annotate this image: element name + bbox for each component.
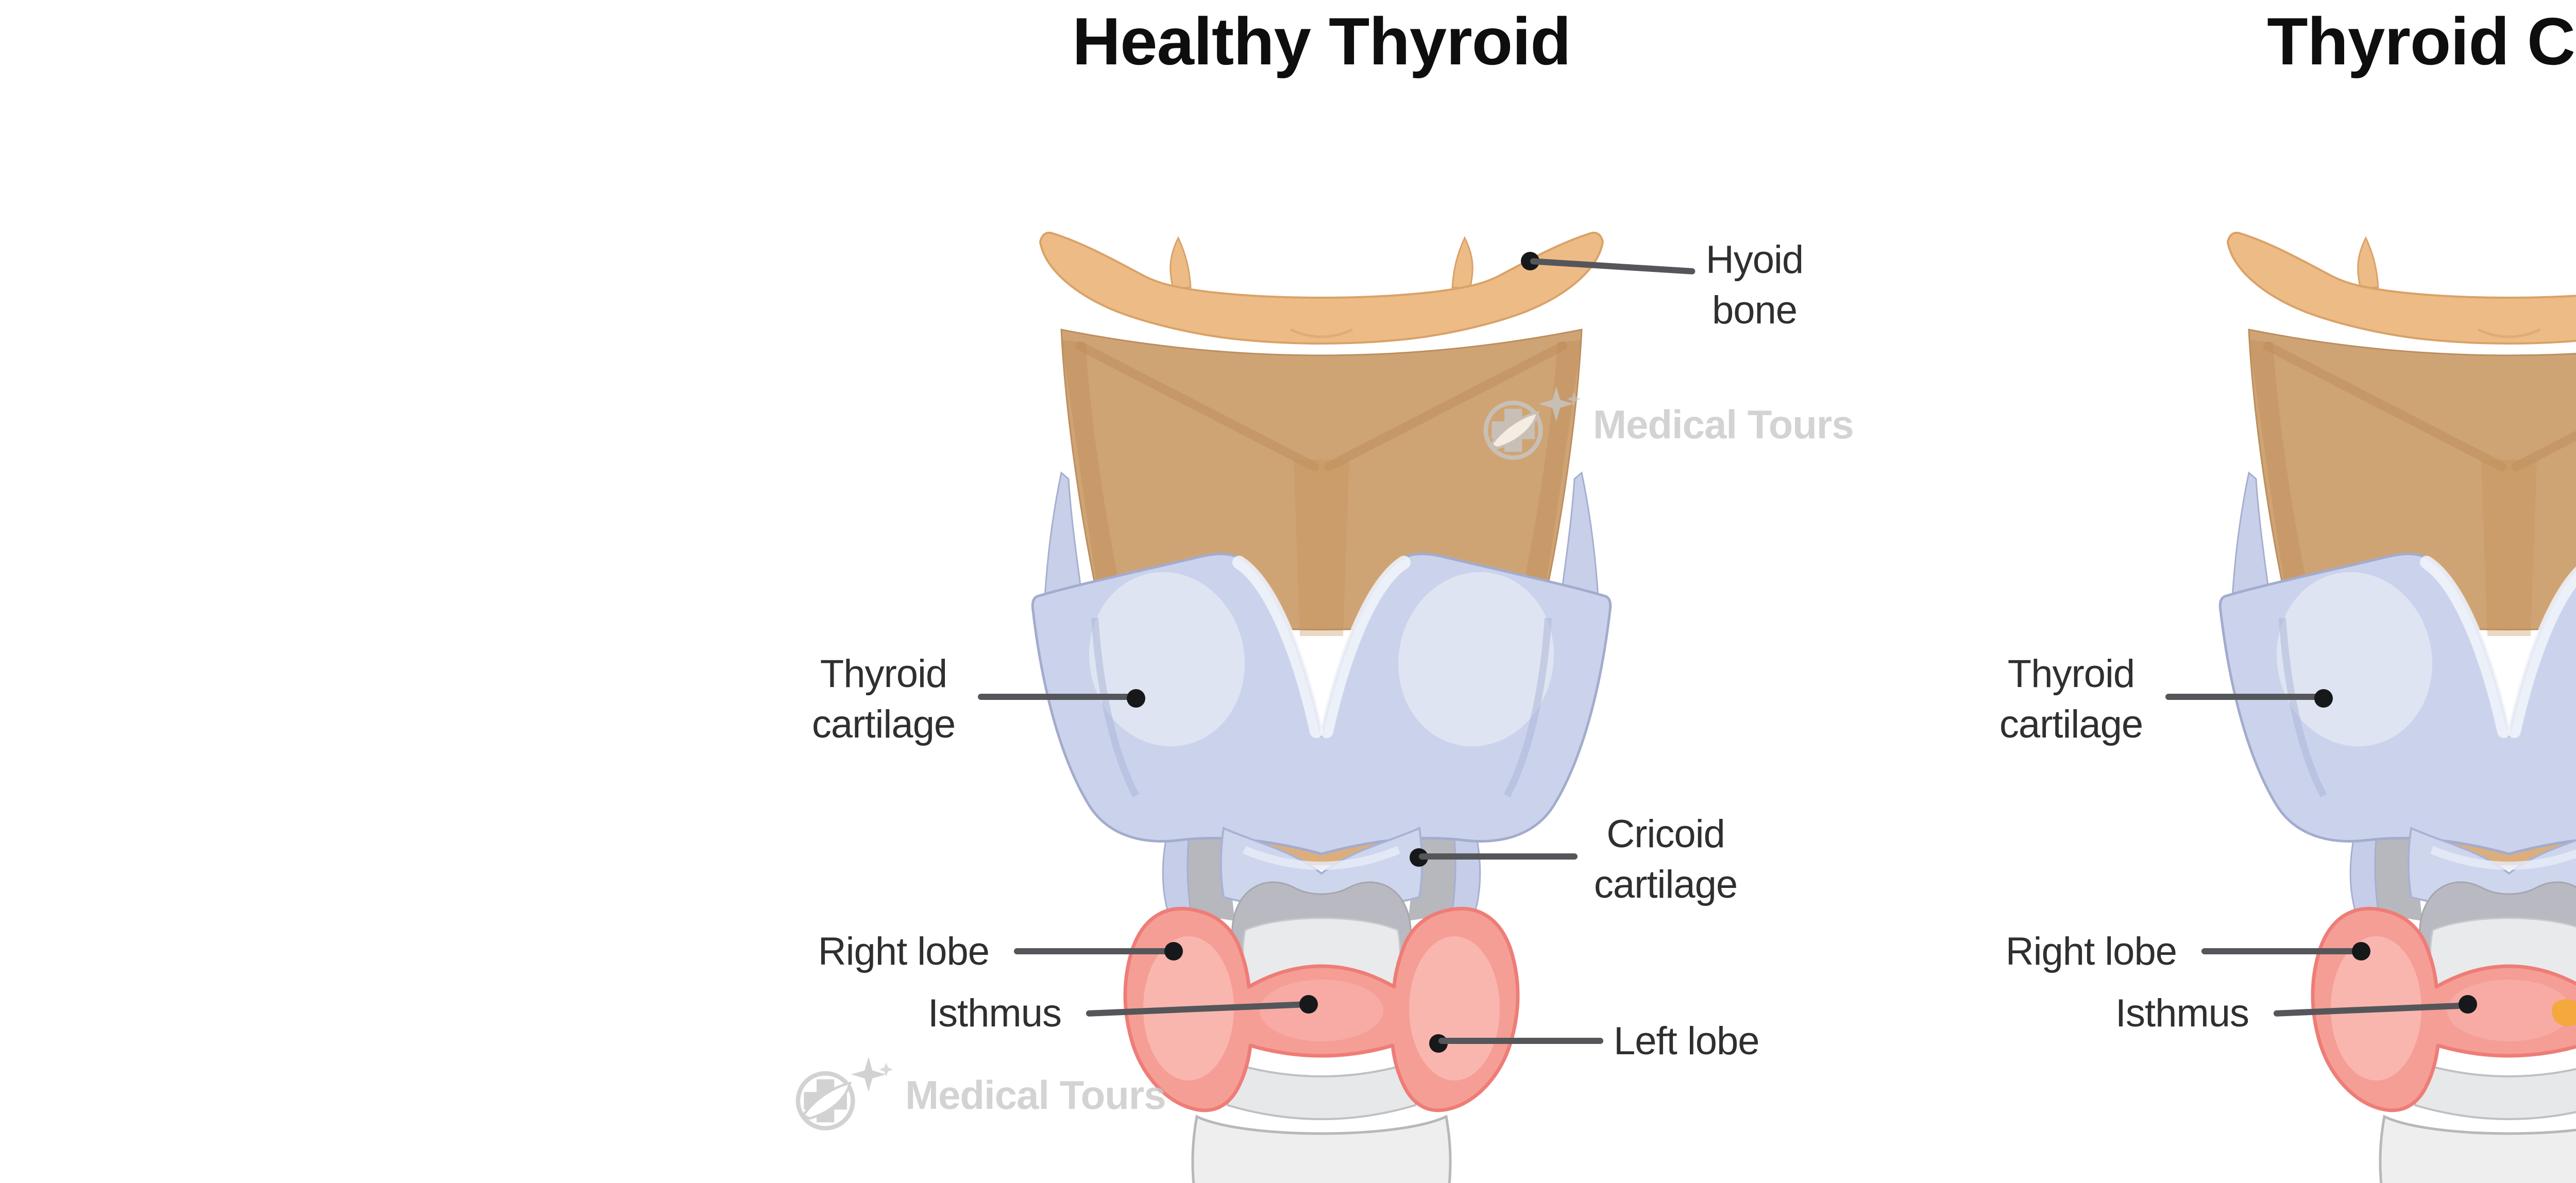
label-isthmus: Isthmus [927,991,1062,1035]
leader-line [978,694,1136,700]
label-hyoid-bone: Hyoid bone [1705,238,1804,332]
page-title: Healthy Thyroid [1072,4,1571,79]
leader-dot [2459,995,2477,1014]
leader-line [1419,853,1578,860]
leader-line [1014,948,1174,954]
page-title: Thyroid Cancer [2267,4,2576,79]
medical-tours-logo-icon [795,1056,898,1134]
label-thyroid-cartilage: Thyroid cartilage [1999,652,2143,746]
leader-dot [1127,689,1145,708]
watermark: Medical Tours [795,1056,1166,1134]
tumor-spots [2552,999,2576,1026]
label-cricoid-cartilage: Cricoid cartilage [1594,812,1738,906]
leader-dot [2314,689,2333,708]
larynx-illustration-cancer [2200,221,2576,1183]
label-right-lobe: Right lobe [818,930,990,973]
label-thyroid-cartilage: Thyroid cartilage [811,652,956,746]
watermark: Medical Tours [1483,385,1854,464]
label-left-lobe: Left lobe [1614,1019,1760,1063]
watermark-text: Medical Tours [905,1072,1166,1118]
medical-tours-logo-icon [1483,385,1586,464]
leader-line [2165,694,2324,700]
leader-line [1438,1038,1603,1044]
leader-dot [1164,942,1183,961]
label-right-lobe: Right lobe [2005,930,2177,973]
leader-dot [1299,995,1318,1014]
leader-dot [2352,942,2370,961]
leader-line [2201,948,2361,954]
label-isthmus: Isthmus [2115,991,2249,1035]
watermark-text: Medical Tours [1593,402,1854,447]
